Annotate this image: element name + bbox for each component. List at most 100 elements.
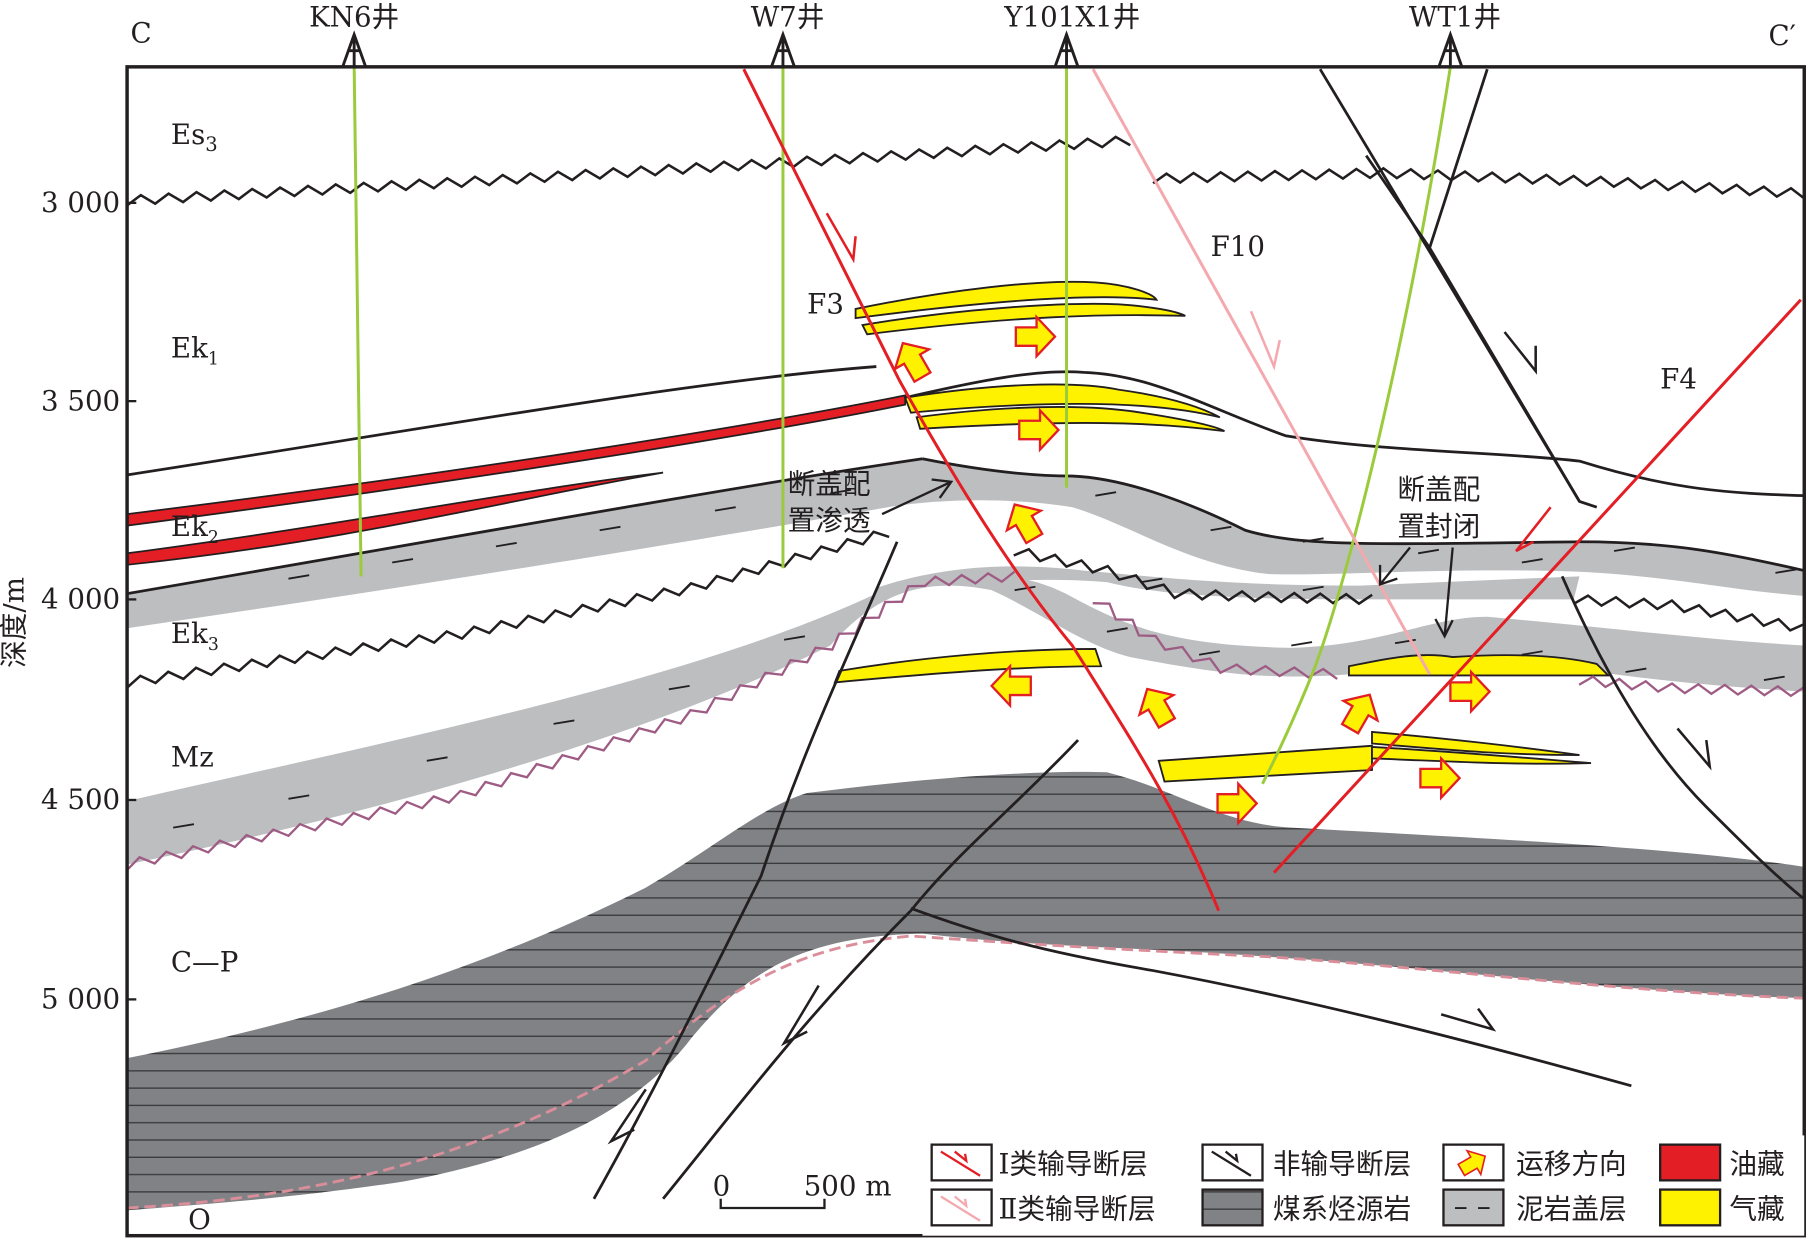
legend-item-fault-nonconducting: 非输导断层 — [1201, 1143, 1411, 1182]
label-o: O — [188, 1203, 211, 1236]
mudstone-dash — [1302, 585, 1324, 592]
well-path-wt1 — [1261, 66, 1452, 785]
pointer-arrow-icon — [1378, 546, 1411, 587]
well-label: W7井 — [751, 1, 825, 34]
mudstone-dash — [1106, 627, 1128, 633]
mudstone-dash — [426, 756, 448, 762]
gas-reservoir — [903, 383, 1221, 419]
mudstone-dash — [1417, 548, 1440, 555]
label-es3: Es3 — [171, 118, 218, 156]
label-mz: Mz — [171, 741, 214, 774]
axis-label: 深度/m — [0, 577, 30, 668]
legend-item-coal-source-rock: 煤系烃源岩 — [1201, 1188, 1411, 1227]
coal-source-rock — [127, 771, 1805, 1211]
strata-labels: Es3 Ek1 Ek2 Ek3 Mz C—P O — [171, 118, 238, 1236]
unconformities — [127, 135, 1805, 1210]
label-ek1: Ek1 — [171, 331, 219, 369]
mudstone-dash — [830, 488, 852, 495]
source-rock-base — [127, 934, 1805, 1210]
tick-label: 4 000 — [41, 583, 120, 616]
legend-label: 非输导断层 — [1273, 1147, 1411, 1180]
well-1: W7井 — [751, 1, 825, 68]
legend-item-mudstone-caprock: 泥岩盖层 — [1442, 1188, 1627, 1227]
mudstone-dash — [1095, 491, 1117, 497]
fault-label-f10: F10 — [1211, 230, 1265, 263]
well-2: Y101X1井 — [1003, 1, 1140, 68]
legend-item-fault-class1: Ⅰ类输导断层 — [930, 1143, 1148, 1182]
gas-reservoir — [1157, 744, 1373, 783]
mudstone-dash — [173, 823, 195, 829]
pointer-arrow-icon — [1434, 547, 1454, 639]
ek2-top-line — [922, 457, 1805, 572]
mudstone-dash — [783, 635, 806, 641]
unconformity-wavy-line — [1092, 602, 1338, 680]
fault-icon — [940, 1150, 981, 1177]
ek2-top-left — [127, 457, 923, 596]
fault-black — [1365, 154, 1598, 509]
slip-arrow-icon — [1515, 506, 1552, 553]
tick-label: 3 000 — [41, 186, 120, 219]
mudstone-dash — [668, 684, 690, 691]
mudstone-dash — [1014, 585, 1036, 592]
migration-arrow-icon — [1129, 677, 1185, 734]
mudstone-dash — [1763, 675, 1785, 682]
annotation-line: 断盖配 — [788, 467, 871, 500]
unconformity-wavy-line — [1013, 547, 1373, 606]
derrick-icon — [770, 30, 796, 68]
section-label-right: C′ — [1769, 19, 1796, 52]
mudstone-dash — [1210, 525, 1232, 532]
slip-arrow-icon — [607, 1088, 647, 1145]
legend: Ⅰ类输导断层非输导断层运移方向油藏Ⅱ类输导断层煤系烃源岩泥岩盖层气藏 — [922, 1135, 1805, 1236]
annotation-leak: 断盖配 置渗透 — [788, 467, 954, 537]
hump-line — [904, 370, 1805, 498]
fault-f10 — [1091, 68, 1431, 676]
mudstone-dash — [1141, 577, 1163, 584]
migration-arrow-icon — [1331, 683, 1388, 740]
scale-length: 500 m — [804, 1169, 892, 1202]
red-slip-arrows — [825, 212, 1552, 553]
oil-reservoir-2 — [127, 471, 664, 566]
fault-f3 — [742, 68, 1221, 912]
coal-source-rock-swatch — [1201, 1188, 1264, 1227]
mudstone-dash — [495, 542, 517, 548]
mudstone-dash — [599, 525, 621, 532]
scale-zero: 0 — [713, 1169, 731, 1202]
legend-label: Ⅱ类输导断层 — [999, 1192, 1156, 1225]
fault-label-f3: F3 — [807, 288, 844, 321]
mudstone-dash — [1198, 650, 1220, 656]
slip-arrow-icon — [1676, 727, 1712, 771]
fault-slip-arrows — [607, 331, 1712, 1145]
mudstone-caprock-swatch — [1442, 1188, 1505, 1227]
slip-arrow-icon — [1440, 1007, 1497, 1032]
fault-class1-swatch — [930, 1143, 993, 1182]
migration-arrow-icon — [1014, 315, 1057, 358]
fault-black — [1428, 68, 1489, 249]
fault-label-f4: F4 — [1660, 362, 1697, 395]
mudstone-dash — [1775, 568, 1797, 574]
scale-bar: 0 500 m — [713, 1169, 892, 1210]
mudstone-dash — [553, 719, 575, 725]
slip-arrow-icon — [780, 984, 820, 1047]
label-cp: C—P — [171, 946, 238, 979]
migration-arrow-icon — [1449, 670, 1491, 713]
tick-label: 4 500 — [41, 783, 120, 816]
gas-reservoir — [1371, 745, 1592, 765]
legend-item-fault-class2: Ⅱ类输导断层 — [930, 1188, 1156, 1227]
fault-icon — [1211, 1150, 1252, 1177]
gas-reservoir — [833, 648, 1103, 684]
mudstone-dash — [714, 506, 736, 512]
legend-label: 运移方向 — [1516, 1147, 1627, 1180]
fault-nonconducting-swatch — [1201, 1143, 1264, 1182]
annotation-line: 置渗透 — [788, 504, 871, 537]
mudstone-dash — [1625, 667, 1647, 673]
mudstone-dash — [1521, 650, 1543, 656]
gas-reservoir — [915, 406, 1225, 433]
ek1-base-line — [127, 365, 877, 477]
well-label: Y101X1井 — [1003, 1, 1140, 34]
fault-black — [662, 739, 1080, 1200]
mudstone-dash — [392, 558, 414, 564]
fault-class2-swatch — [930, 1188, 993, 1227]
mudstone-dash — [1521, 558, 1543, 564]
